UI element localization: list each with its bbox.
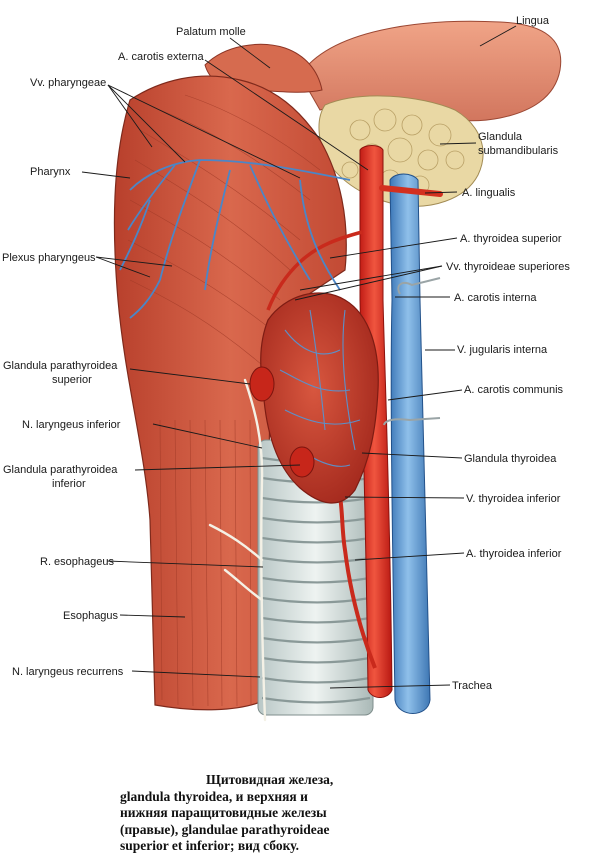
label-glandula-parathyroidea-inferior-1: Glandula parathyroidea — [3, 464, 118, 476]
label-a-carotis-externa: A. carotis externa — [118, 51, 204, 63]
label-glandula-submandibularis-1: Glandula — [478, 131, 523, 143]
label-pharynx: Pharynx — [30, 166, 71, 178]
internal-jugular-vein — [389, 173, 431, 714]
thyroid-vessels — [279, 309, 361, 467]
caption-line-1: Щитовидная железа, — [206, 772, 334, 787]
label-lingua: Lingua — [516, 15, 550, 27]
pharyngeal-veins — [119, 159, 351, 319]
label-n-laryngeus-recurrens: N. laryngeus recurrens — [12, 666, 124, 678]
label-v-jugularis-interna: V. jugularis interna — [457, 344, 548, 356]
label-n-laryngeus-inferior: N. laryngeus inferior — [22, 419, 121, 431]
label-a-thyroidea-superior: A. thyroidea superior — [460, 233, 562, 245]
label-r-esophageus: R. esophageus — [40, 556, 114, 568]
label-esophagus: Esophagus — [63, 610, 119, 622]
label-a-carotis-interna: A. carotis interna — [454, 292, 537, 304]
parathyroid-gland-inferior — [289, 446, 315, 478]
label-palatum-molle: Palatum molle — [176, 26, 246, 38]
label-vv-pharyngeae: Vv. pharyngeae — [30, 77, 106, 89]
recurrent-laryngeal-nerve — [208, 378, 267, 722]
label-glandula-thyroidea: Glandula thyroidea — [464, 453, 557, 465]
lingual-artery — [379, 185, 443, 197]
label-glandula-parathyroidea-superior-2: superior — [52, 374, 92, 386]
parathyroid-gland-superior — [249, 366, 275, 402]
label-a-lingualis: A. lingualis — [462, 187, 516, 199]
muscle-fibers — [127, 94, 321, 707]
caption-line-4: (правые), glandulae parathyroideae — [120, 821, 330, 837]
label-a-carotis-communis: A. carotis communis — [464, 384, 564, 396]
label-vv-thyroideae-superiores: Vv. thyroideae superiores — [446, 261, 570, 273]
label-glandula-parathyroidea-inferior-2: inferior — [52, 478, 86, 490]
caption-line-3: нижняя паращитовидные железы — [120, 805, 327, 820]
label-v-thyroidea-inferior: V. thyroidea inferior — [466, 493, 561, 505]
label-trachea: Trachea — [452, 680, 493, 692]
caption-line-5: superior et inferior; вид сбоку. — [120, 838, 299, 853]
caption-line-2: glandula thyroidea, и верхняя и — [120, 788, 308, 804]
tracheal-rings — [261, 456, 371, 704]
label-a-thyroidea-inferior: A. thyroidea inferior — [466, 548, 562, 560]
figure-caption: Щитовидная железа, glandula thyroidea, и… — [120, 772, 490, 855]
label-glandula-submandibularis-2: submandibularis — [478, 145, 559, 157]
label-glandula-parathyroidea-superior-1: Glandula parathyroidea — [3, 360, 118, 372]
retractor-hooks — [383, 277, 441, 426]
label-plexus-pharyngeus: Plexus pharyngeus — [2, 252, 96, 264]
leader-lines — [81, 25, 517, 689]
